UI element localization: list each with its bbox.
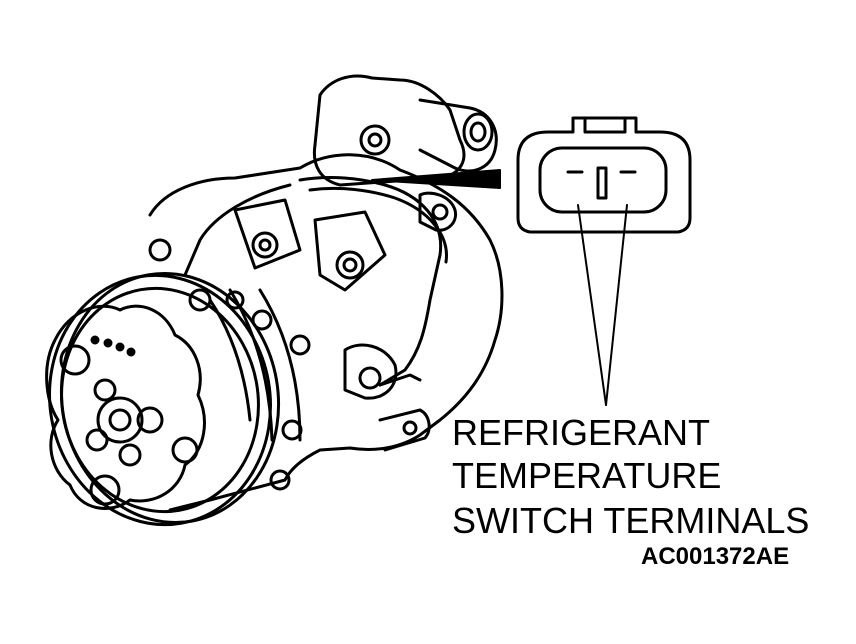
figure-code: AC001372AE xyxy=(641,543,790,570)
clutch-pulley xyxy=(45,271,281,527)
connector-housing xyxy=(516,116,692,234)
terminal-center xyxy=(596,166,608,200)
pulley-outer xyxy=(48,273,272,527)
service-port-left xyxy=(233,198,302,270)
callout-label-line-2: TEMPERATURE xyxy=(452,455,722,496)
clutch-plate xyxy=(45,304,206,510)
service-port-right xyxy=(313,210,387,292)
callout-label-line-3: SWITCH TERMINALS xyxy=(452,500,810,541)
wire-harness xyxy=(298,176,443,387)
leader-line-left xyxy=(577,204,607,406)
callout-label-line-1: REFRIGERANT xyxy=(452,412,711,453)
clutch-hub xyxy=(96,396,144,444)
callout-pointer xyxy=(371,169,501,189)
compressor-housing xyxy=(148,153,504,512)
leader-line-right xyxy=(605,204,628,406)
top-bracket xyxy=(312,74,466,187)
bracket-bolt xyxy=(359,124,391,156)
compressor-drawing xyxy=(148,74,504,512)
connector-closeup xyxy=(516,116,692,406)
